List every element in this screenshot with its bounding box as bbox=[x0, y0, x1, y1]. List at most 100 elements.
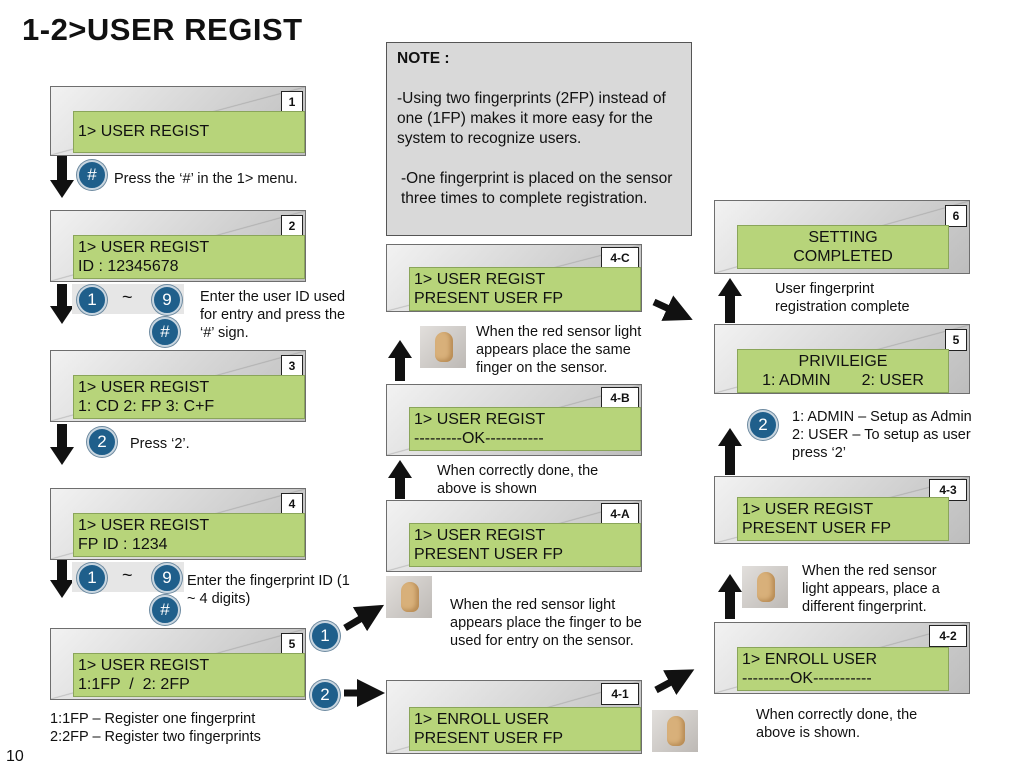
digit-two-key-icon: 2 bbox=[310, 680, 340, 710]
arrow-to-4a bbox=[343, 604, 385, 632]
hash-key-icon: # bbox=[150, 595, 180, 625]
digit-two-key-icon: 2 bbox=[87, 427, 117, 457]
digit-nine-key-icon: 9 bbox=[152, 563, 182, 593]
lcd-screen-5: 5 1> USER REGIST 1:1FP / 2: 2FP bbox=[50, 628, 306, 700]
arrow-down-1 bbox=[50, 155, 74, 198]
arrow-41-to-42 bbox=[654, 669, 695, 695]
lcd-line-1: 1> USER REGIST bbox=[78, 123, 210, 140]
range-tilde: ~ bbox=[122, 565, 133, 585]
lcd-line-1: 1> ENROLL USER bbox=[742, 651, 878, 668]
step-badge: 4-B bbox=[601, 387, 639, 409]
step-badge: 4-1 bbox=[601, 683, 639, 705]
lcd-display: PRIVILEIGE 1: ADMIN 2: USER bbox=[737, 349, 949, 393]
step-badge: 5 bbox=[945, 329, 967, 351]
lcd-line-1: SETTING bbox=[808, 229, 878, 246]
lcd-line-2: ---------OK----------- bbox=[414, 430, 544, 447]
page-number: 10 bbox=[6, 748, 24, 765]
lcd-screen-4: 4 1> USER REGIST FP ID : 1234 bbox=[50, 488, 306, 560]
lcd-display: 1> USER REGIST PRESENT USER FP bbox=[409, 523, 641, 567]
lcd-screen-4a: 4-A 1> USER REGIST PRESENT USER FP bbox=[386, 500, 642, 572]
lcd-screen-4c: 4-C 1> USER REGIST PRESENT USER FP bbox=[386, 244, 642, 312]
lcd-line-1: 1> USER REGIST bbox=[78, 239, 210, 256]
lcd-line-1: PRIVILEIGE bbox=[798, 353, 888, 370]
lcd-display: SETTING COMPLETED bbox=[737, 225, 949, 269]
lcd-screen-4-3: 4-3 1> USER REGIST PRESENT USER FP bbox=[714, 476, 970, 544]
caption-step-6: User fingerprint registration complete bbox=[775, 281, 910, 315]
caption-step-4: Enter the fingerprint ID (1 ~ 4 digits) bbox=[187, 573, 350, 607]
arrow-down-3 bbox=[50, 424, 74, 465]
lcd-line-1: 1> USER REGIST bbox=[414, 271, 546, 288]
lcd-display: 1> ENROLL USER PRESENT USER FP bbox=[409, 707, 641, 751]
range-tilde: ~ bbox=[122, 287, 133, 307]
lcd-screen-3: 3 1> USER REGIST 1: CD 2: FP 3: C+F bbox=[50, 350, 306, 422]
lcd-display: 1> USER REGIST FP ID : 1234 bbox=[73, 513, 305, 557]
lcd-line-1: 1> USER REGIST bbox=[742, 501, 874, 518]
note-paragraph-2: -One fingerprint is placed on the sensor… bbox=[401, 170, 677, 207]
step-badge: 1 bbox=[281, 91, 303, 113]
step-badge: 3 bbox=[281, 355, 303, 377]
fingerprint-sensor-icon bbox=[420, 326, 466, 368]
step-badge: 6 bbox=[945, 205, 967, 227]
caption-step-4-2: When correctly done, the above is shown. bbox=[756, 707, 918, 741]
digit-nine-key-icon: 9 bbox=[152, 285, 182, 315]
lcd-screen-6: 6 SETTING COMPLETED bbox=[714, 200, 970, 274]
arrow-up-4b-4c bbox=[388, 340, 412, 381]
lcd-display: 1> USER REGIST ID : 12345678 bbox=[73, 235, 305, 279]
caption-step-1: Press the ‘#’ in the 1> menu. bbox=[114, 171, 298, 187]
lcd-screen-1: 1 1> USER REGIST bbox=[50, 86, 306, 156]
lcd-display: 1> USER REGIST bbox=[73, 111, 305, 153]
caption-step-3: Press ‘2’. bbox=[130, 436, 190, 452]
lcd-line-1: 1> USER REGIST bbox=[78, 517, 210, 534]
arrow-up-42-43 bbox=[718, 574, 742, 619]
fingerprint-sensor-icon bbox=[742, 566, 788, 608]
caption-step-4a: When the red sensor light appears place … bbox=[450, 597, 642, 649]
step-badge: 5 bbox=[281, 633, 303, 655]
lcd-line-1: 1> USER REGIST bbox=[414, 411, 546, 428]
caption-step-4-3: When the red sensor light appears, place… bbox=[802, 563, 940, 615]
step-badge: 4-3 bbox=[929, 479, 967, 501]
digit-one-key-icon: 1 bbox=[77, 563, 107, 593]
note-heading: NOTE : bbox=[397, 50, 450, 67]
lcd-line-2: PRESENT USER FP bbox=[742, 520, 892, 537]
hash-key-icon: # bbox=[77, 160, 107, 190]
lcd-screen-5-privilege: 5 PRIVILEIGE 1: ADMIN 2: USER bbox=[714, 324, 970, 394]
lcd-line-2: 1:1FP / 2: 2FP bbox=[78, 676, 190, 693]
lcd-line-2: ID : 12345678 bbox=[78, 258, 179, 275]
step-badge: 4-C bbox=[601, 247, 639, 269]
lcd-screen-4-2: 4-2 1> ENROLL USER ---------OK----------… bbox=[714, 622, 970, 694]
fingerprint-sensor-icon bbox=[652, 710, 698, 752]
arrow-4c-to-6 bbox=[652, 295, 693, 321]
lcd-screen-4b: 4-B 1> USER REGIST ---------OK----------… bbox=[386, 384, 642, 456]
lcd-display: 1> USER REGIST PRESENT USER FP bbox=[409, 267, 641, 311]
lcd-line-2: PRESENT USER FP bbox=[414, 730, 564, 747]
step-badge: 4-A bbox=[601, 503, 639, 525]
digit-two-key-icon: 2 bbox=[748, 410, 778, 440]
caption-step-5: 1:1FP – Register one fingerprint 2:2FP –… bbox=[50, 711, 261, 745]
lcd-line-1: 1> USER REGIST bbox=[78, 379, 210, 396]
digit-one-key-icon: 1 bbox=[310, 621, 340, 651]
fingerprint-sensor-icon bbox=[386, 576, 432, 618]
lcd-display: 1> USER REGIST ---------OK----------- bbox=[409, 407, 641, 451]
arrow-up-43-5 bbox=[718, 428, 742, 475]
arrow-down-4 bbox=[50, 560, 74, 598]
caption-step-5-privilege: 1: ADMIN – Setup as Admin 2: USER – To s… bbox=[792, 409, 972, 461]
lcd-screen-2: 2 1> USER REGIST ID : 12345678 bbox=[50, 210, 306, 282]
lcd-line-2: COMPLETED bbox=[793, 248, 893, 265]
digit-one-key-icon: 1 bbox=[77, 285, 107, 315]
lcd-display: 1> USER REGIST 1: CD 2: FP 3: C+F bbox=[73, 375, 305, 419]
hash-key-icon: # bbox=[150, 317, 180, 347]
lcd-line-2: ---------OK----------- bbox=[742, 670, 872, 687]
lcd-line-2: 1: ADMIN 2: USER bbox=[762, 372, 924, 389]
page-title: 1-2>USER REGIST bbox=[22, 12, 303, 47]
caption-step-4c: When the red sensor light appears place … bbox=[476, 324, 642, 376]
lcd-display: 1> USER REGIST PRESENT USER FP bbox=[737, 497, 949, 541]
lcd-line-1: 1> USER REGIST bbox=[78, 657, 210, 674]
lcd-line-2: 1: CD 2: FP 3: C+F bbox=[78, 398, 215, 415]
caption-step-4b: When correctly done, the above is shown bbox=[437, 463, 599, 497]
lcd-screen-4-1: 4-1 1> ENROLL USER PRESENT USER FP bbox=[386, 680, 642, 754]
lcd-line-2: PRESENT USER FP bbox=[414, 546, 564, 563]
lcd-line-1: 1> USER REGIST bbox=[414, 527, 546, 544]
arrow-down-2 bbox=[50, 284, 74, 324]
lcd-line-2: PRESENT USER FP bbox=[414, 290, 564, 307]
note-box: NOTE : -Using two fingerprints (2FP) ins… bbox=[386, 42, 692, 236]
